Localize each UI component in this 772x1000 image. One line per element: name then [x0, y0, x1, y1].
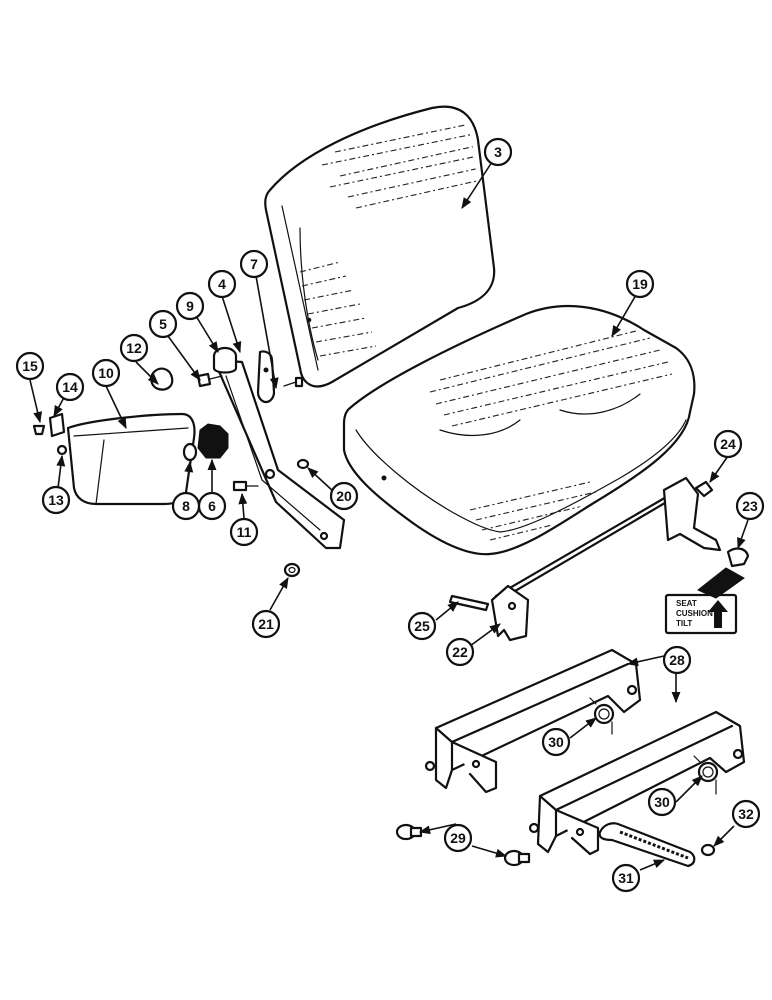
- callout-30-lower: 30: [647, 787, 677, 817]
- washer-20: [296, 458, 310, 470]
- svg-text:5: 5: [159, 316, 167, 332]
- svg-text:12: 12: [126, 340, 142, 356]
- svg-text:31: 31: [618, 870, 634, 886]
- rail-lower: [528, 710, 746, 856]
- spring-link-25: [448, 594, 490, 612]
- svg-text:3: 3: [494, 144, 502, 160]
- clip-24: [694, 480, 714, 498]
- nut-13: [56, 444, 68, 456]
- svg-text:23: 23: [742, 498, 758, 514]
- callout-5: 5: [148, 309, 178, 339]
- bolt-7: [283, 376, 304, 388]
- svg-text:4: 4: [218, 276, 226, 292]
- retaining-ring: [150, 367, 174, 391]
- armrest-bracket: [212, 358, 346, 550]
- svg-text:19: 19: [632, 276, 648, 292]
- callout-9: 9: [175, 291, 205, 321]
- callout-32: 32: [731, 799, 761, 829]
- callout-31: 31: [611, 863, 641, 893]
- svg-text:25: 25: [414, 618, 430, 634]
- callout-12: 12: [119, 333, 149, 363]
- callout-11: 11: [229, 517, 259, 547]
- svg-text:28: 28: [669, 652, 685, 668]
- decal-line-2: CUSHION: [676, 609, 713, 618]
- spacer: [182, 442, 198, 462]
- bolt-5: [196, 372, 223, 388]
- callout-3: 3: [483, 137, 513, 167]
- callout-24: 24: [713, 429, 743, 459]
- callout-6: 6: [197, 491, 227, 521]
- up-arrow-icon: [708, 600, 728, 628]
- callout-13: 13: [41, 485, 71, 515]
- pivot-sleeve: [212, 346, 238, 374]
- svg-text:22: 22: [452, 644, 468, 660]
- tilt-bracket-left: [490, 584, 530, 642]
- washer-32: [700, 843, 716, 857]
- spring-lower: [693, 755, 719, 795]
- strap-31: [598, 822, 696, 868]
- svg-text:9: 9: [186, 298, 194, 314]
- cap-23: [726, 547, 750, 568]
- callout-22: 22: [445, 637, 475, 667]
- spring-upper: [589, 697, 615, 735]
- callout-28: 28: [662, 645, 692, 675]
- callout-8: 8: [171, 491, 201, 521]
- plate-14: [48, 412, 66, 438]
- svg-text:30: 30: [548, 734, 564, 750]
- washer-21: [283, 562, 301, 578]
- svg-text:11: 11: [237, 524, 252, 540]
- pin-29-upper: [395, 823, 423, 841]
- callout-30-upper: 30: [541, 727, 571, 757]
- decal-line-1: SEAT: [676, 599, 697, 608]
- callout-29: 29: [443, 823, 473, 853]
- svg-text:20: 20: [336, 488, 352, 504]
- knob: [197, 423, 229, 459]
- bolt-11: [232, 480, 259, 492]
- svg-text:13: 13: [48, 492, 64, 508]
- svg-text:8: 8: [182, 498, 190, 514]
- svg-text:21: 21: [258, 616, 274, 632]
- leader-lines: [29, 161, 749, 871]
- callout-15: 15: [15, 351, 45, 381]
- decal-line-3: TILT: [676, 619, 692, 628]
- callout-4: 4: [207, 269, 237, 299]
- callout-23: 23: [735, 491, 765, 521]
- svg-text:6: 6: [208, 498, 216, 514]
- tilt-bracket-right: [662, 476, 722, 552]
- svg-text:29: 29: [450, 830, 466, 846]
- callout-20: 20: [329, 481, 359, 511]
- svg-text:24: 24: [720, 436, 736, 452]
- callout-10: 10: [91, 358, 121, 388]
- seat-cushion-tilt-decal: SEAT CUSHION TILT: [664, 593, 738, 635]
- svg-text:15: 15: [22, 358, 38, 374]
- svg-text:10: 10: [98, 365, 114, 381]
- small-screw-15: [32, 424, 46, 436]
- seat-cushion: [342, 305, 696, 556]
- callout-14: 14: [55, 372, 85, 402]
- svg-text:32: 32: [738, 806, 754, 822]
- callout-7: 7: [239, 249, 269, 279]
- svg-text:7: 7: [250, 256, 258, 272]
- latch-plate: [256, 350, 276, 404]
- svg-text:14: 14: [62, 379, 78, 395]
- callout-21: 21: [251, 609, 281, 639]
- seat-back: [264, 105, 496, 388]
- armrest: [66, 412, 196, 506]
- pin-29-lower: [503, 849, 531, 867]
- decal-pointer: [697, 567, 745, 599]
- rail-upper: [424, 648, 642, 794]
- callout-25: 25: [407, 611, 437, 641]
- callout-19: 19: [625, 269, 655, 299]
- svg-text:30: 30: [654, 794, 670, 810]
